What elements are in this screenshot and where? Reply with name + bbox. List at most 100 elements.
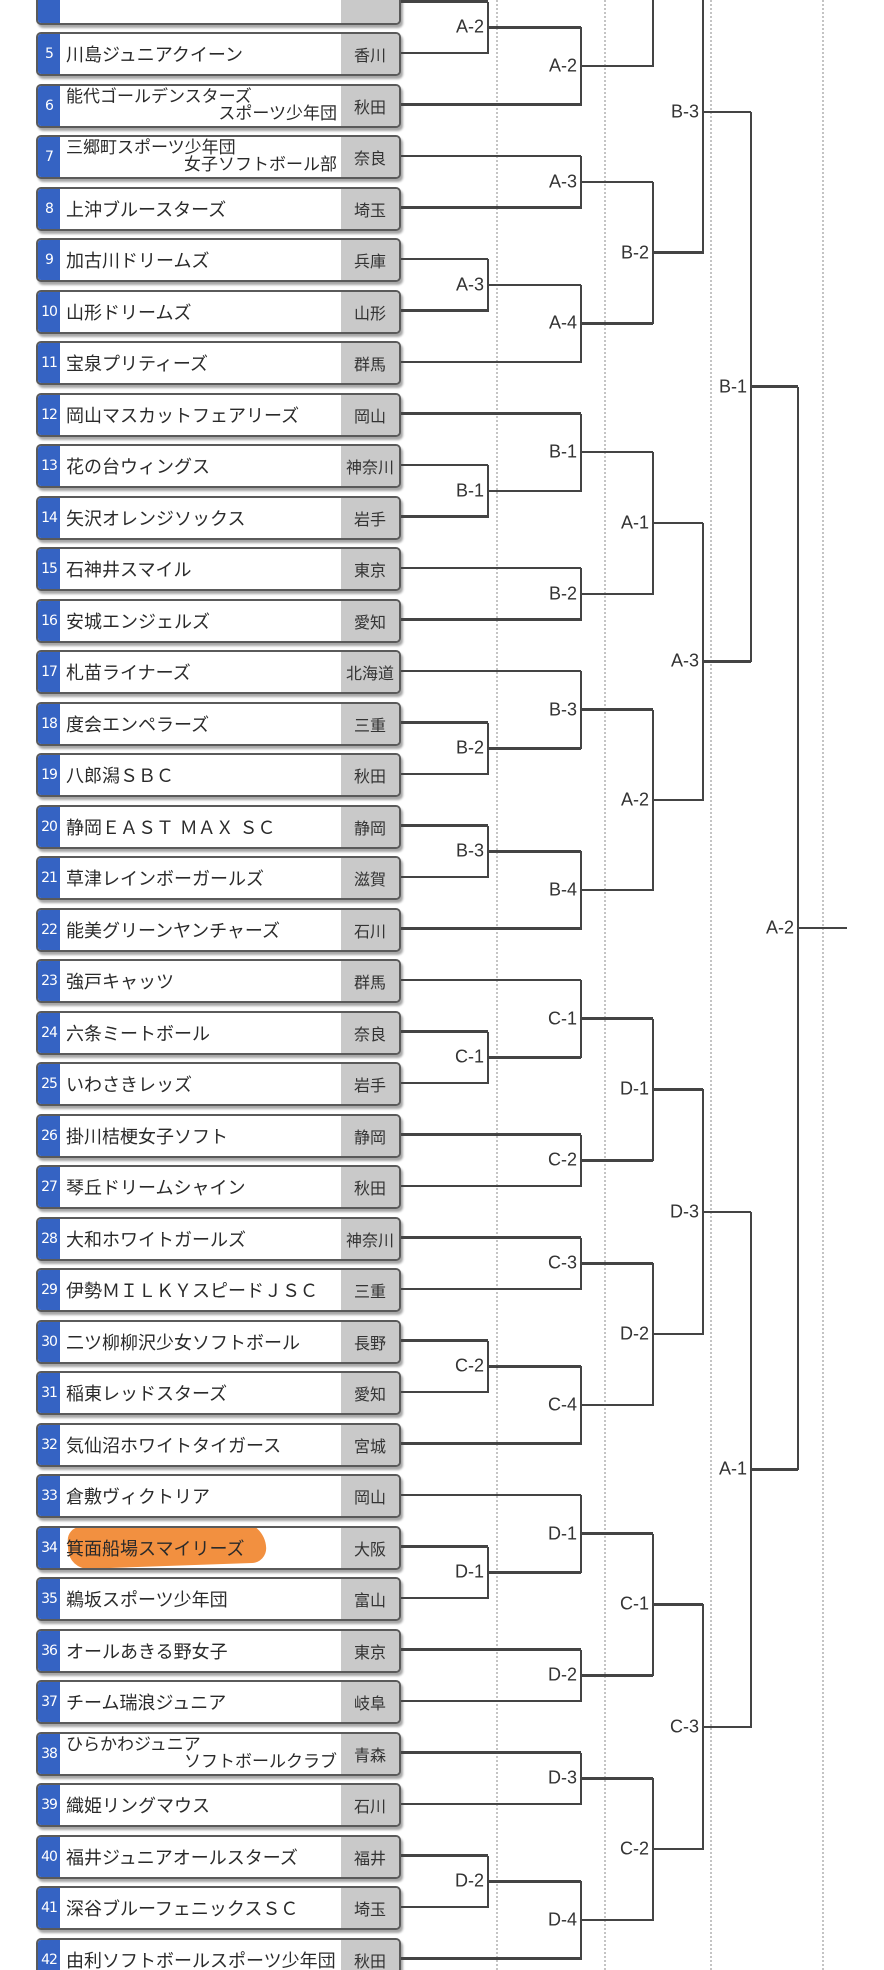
seed-number: 12 xyxy=(38,394,60,435)
match-label[interactable]: C-3 xyxy=(547,1252,577,1273)
bracket-line xyxy=(401,1905,488,1909)
match-label[interactable]: C-2 xyxy=(547,1149,577,1170)
match-label[interactable]: D-2 xyxy=(619,1323,649,1344)
seed-number: 23 xyxy=(38,961,60,1001)
team-name-line: 女子ソフトボール部 xyxy=(184,155,337,175)
match-label[interactable]: C-1 xyxy=(619,1593,649,1614)
match-label[interactable]: D-1 xyxy=(454,1561,484,1582)
seed-number: 19 xyxy=(38,755,60,795)
prefecture: 三重 xyxy=(341,703,399,744)
round-divider xyxy=(604,0,606,1970)
bracket-line xyxy=(401,1184,581,1188)
match-label[interactable]: D-1 xyxy=(619,1078,649,1099)
match-label[interactable]: A-2 xyxy=(548,55,577,76)
prefecture: 岩手 xyxy=(341,1064,399,1104)
team-name-line: 加古川ドリームズ xyxy=(66,251,210,272)
bracket-line xyxy=(653,1332,703,1336)
match-label[interactable]: C-4 xyxy=(547,1394,577,1415)
match-label[interactable]: C-2 xyxy=(454,1355,484,1376)
match-label[interactable]: A-3 xyxy=(548,171,577,192)
bracket-line xyxy=(488,850,581,853)
match-label[interactable]: B-2 xyxy=(455,737,484,758)
bracket-line xyxy=(401,309,488,312)
match-label[interactable]: B-3 xyxy=(455,840,484,861)
match-label[interactable]: D-1 xyxy=(547,1523,577,1544)
team-row-partial[interactable] xyxy=(36,0,401,25)
bracket-line xyxy=(401,206,581,209)
match-label[interactable]: B-1 xyxy=(548,441,577,462)
match-label[interactable]: B-4 xyxy=(548,879,577,900)
match-label[interactable]: A-4 xyxy=(548,312,577,333)
team-name: オールあきる野女子 xyxy=(66,1631,337,1671)
match-label[interactable]: B-2 xyxy=(620,242,649,263)
bracket-line xyxy=(703,660,751,663)
team-name: 山形ドリームズ xyxy=(66,292,337,332)
match-label[interactable]: B-1 xyxy=(455,480,484,501)
match-label[interactable]: D-3 xyxy=(669,1201,699,1222)
match-label[interactable]: B-1 xyxy=(718,376,747,397)
match-label[interactable]: D-2 xyxy=(454,1870,484,1891)
match-label[interactable]: D-2 xyxy=(547,1664,577,1685)
team-name-line: 深谷ブルーフェニックスＳＣ xyxy=(66,1899,299,1920)
match-label[interactable]: C-3 xyxy=(669,1716,699,1737)
match-label[interactable]: A-2 xyxy=(765,917,794,938)
match-label[interactable]: D-4 xyxy=(547,1909,577,1930)
match-label[interactable]: B-3 xyxy=(548,699,577,720)
match-label[interactable]: B-3 xyxy=(670,101,699,122)
match-label[interactable]: C-1 xyxy=(454,1046,484,1067)
match-label[interactable]: A-1 xyxy=(718,1458,747,1479)
match-label[interactable]: C-2 xyxy=(619,1838,649,1859)
team-name: 倉敷ヴィクトリア xyxy=(66,1476,337,1516)
seed-number: 36 xyxy=(38,1630,60,1671)
match-label[interactable]: A-3 xyxy=(670,650,699,671)
match-label[interactable]: A-3 xyxy=(455,274,484,295)
match-label[interactable]: C-1 xyxy=(547,1008,577,1029)
match-label[interactable]: B-2 xyxy=(548,583,577,604)
match-label[interactable]: D-3 xyxy=(547,1767,577,1788)
prefecture: 宮城 xyxy=(341,1424,399,1465)
match-label[interactable]: A-2 xyxy=(620,789,649,810)
match-label[interactable]: A-2 xyxy=(455,16,484,37)
match-label[interactable]: A-1 xyxy=(620,512,649,533)
seed-number: 42 xyxy=(38,1939,60,1970)
bracket-line xyxy=(401,927,581,930)
